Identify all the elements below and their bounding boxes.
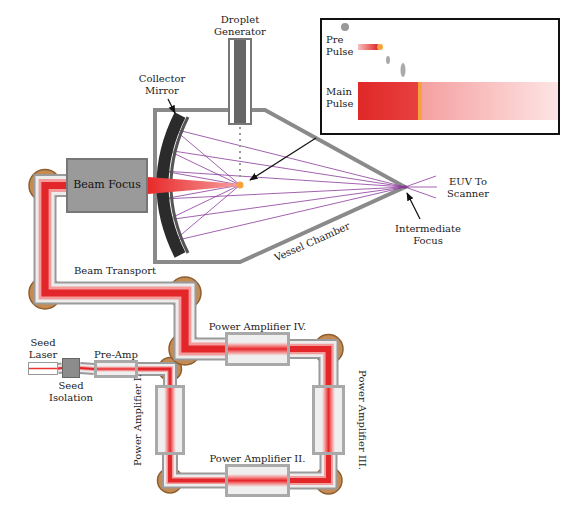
part-label: Collector Mirror	[131, 73, 193, 96]
node-label: Seed Isolation	[42, 380, 100, 403]
euv-ray	[174, 185, 240, 241]
node-label: Droplet Generator	[209, 14, 271, 37]
node-label: Power Amplifier IV.	[209, 321, 306, 333]
laser-cone	[148, 177, 240, 194]
main-pulse-beam	[358, 82, 558, 120]
pre-pulse-hit	[377, 44, 383, 50]
leader-line	[407, 193, 420, 219]
node-label: Power Amplifier II.	[210, 453, 306, 465]
node-label: Main Pulse	[326, 86, 356, 109]
node-label: Power Amplifier I.	[132, 374, 144, 466]
inset-pointer	[250, 138, 316, 180]
main-pulse-hit	[418, 82, 422, 120]
seed-laser-box: Seed Laser	[28, 362, 58, 375]
amplifier-box: Power Amplifier I.	[155, 385, 185, 455]
preamp-box: Pre-Amp	[94, 360, 138, 378]
euv-ray	[174, 129, 405, 187]
beam-path	[290, 349, 329, 385]
pre-pulse-beam	[358, 44, 378, 50]
pulse-inset: Pre PulseMain Pulse	[320, 18, 560, 135]
beam-path	[80, 368, 94, 369]
droplet-stream	[239, 127, 241, 179]
amplifier-box: Power Amplifier III.	[312, 385, 345, 455]
amplifier-box: Power Amplifier II.	[225, 464, 290, 497]
beam-tube	[80, 368, 94, 369]
intermediate-focus-point	[403, 185, 407, 189]
plasma-point	[237, 182, 244, 189]
euv-ray	[405, 176, 436, 187]
node-label: Power Amplifier III.	[356, 370, 368, 470]
node-label: Seed Laser	[23, 337, 63, 360]
flattened-droplet	[401, 63, 406, 77]
euv-ray	[174, 187, 405, 241]
node-label: Pre Pulse	[326, 34, 356, 57]
node-label: Beam Focus	[73, 179, 141, 192]
euv-ray	[405, 187, 436, 198]
part-label: Intermediate Focus	[388, 223, 468, 246]
beam-path	[80, 368, 94, 369]
amplifier-box: Power Amplifier IV.	[225, 332, 290, 366]
beam-path	[80, 368, 94, 369]
leader-line	[168, 99, 175, 113]
beam-path	[290, 349, 329, 385]
part-label: Vessel Chamber	[272, 220, 351, 264]
beam-tube	[290, 335, 343, 386]
beam-path	[290, 349, 329, 385]
euv-ray	[405, 187, 437, 188]
beam-path	[290, 349, 329, 385]
isolator-box: Seed Isolation	[62, 358, 80, 378]
tin-droplet	[341, 23, 349, 31]
flattened-droplet	[386, 56, 390, 64]
inset-ground	[321, 19, 559, 134]
droplet-generator: Droplet Generator	[228, 38, 252, 125]
beam-focus-box: Beam Focus	[66, 158, 148, 213]
edge-label: Beam Transport	[72, 265, 158, 277]
beam-path	[80, 368, 94, 369]
node-label: Pre-Amp	[94, 349, 138, 361]
part-label: EUV To Scanner	[441, 176, 495, 199]
